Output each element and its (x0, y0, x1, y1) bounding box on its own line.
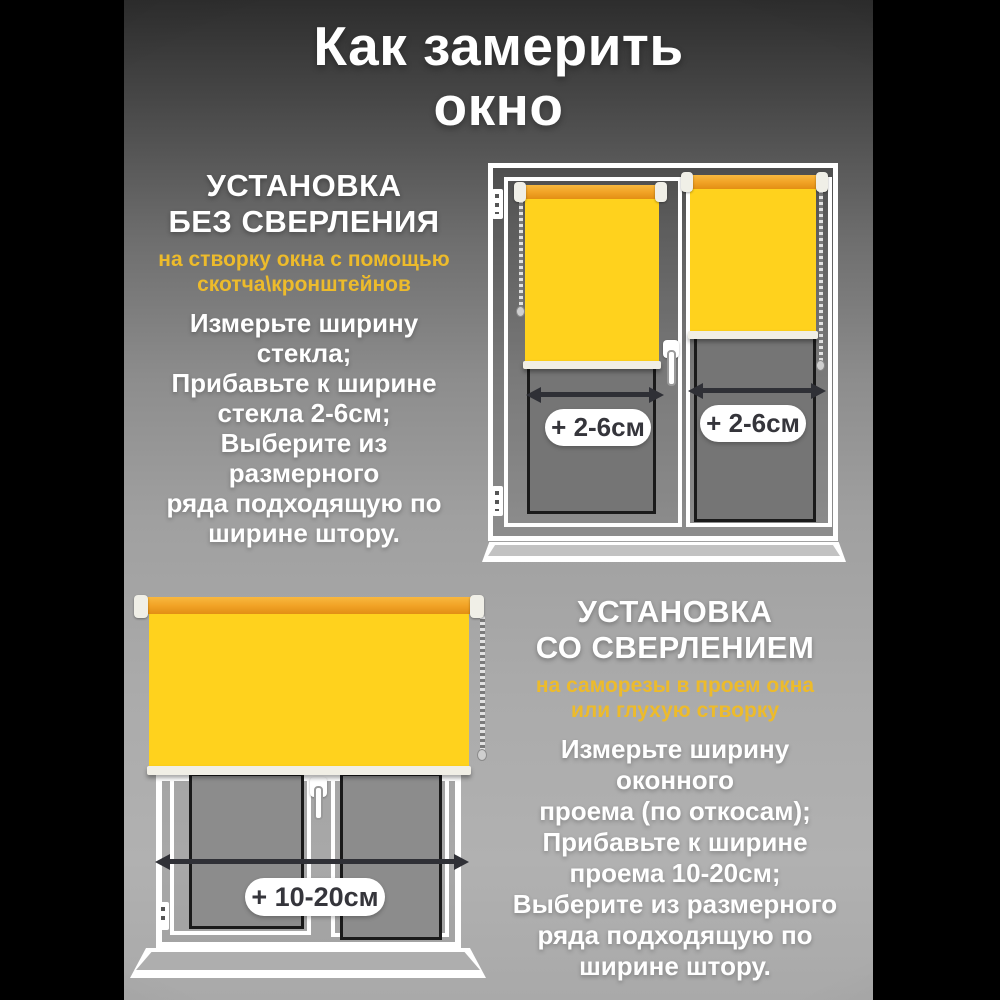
instruction-line: оконного (615, 765, 735, 795)
roller-blind-fabric (525, 198, 659, 363)
blind-chain (480, 616, 485, 751)
measure-badge-left: + 2-6см (545, 409, 651, 446)
window-hinge (492, 486, 503, 516)
instruction-line: Прибавьте к ширине (542, 827, 808, 857)
roller-blind-cassette (687, 175, 819, 189)
roller-blind-cassette (146, 597, 472, 614)
instruction-line: Выберите из размерного (512, 889, 838, 919)
drilling-heading-line-1: УСТАНОВКА (577, 594, 773, 629)
drilling-subheading-line-2: или глухую створку (570, 699, 780, 722)
section-drilling: УСТАНОВКА СО СВЕРЛЕНИЕМ на саморезы в пр… (495, 594, 855, 982)
cassette-end-cap (816, 172, 828, 192)
instruction-line: ряда подходящую по (537, 920, 813, 950)
page-title-line-1: Как замерить (313, 15, 684, 77)
measure-badge-opening: + 10-20см (245, 878, 385, 916)
cassette-end-cap (134, 595, 148, 618)
window-sill-inner (136, 952, 480, 970)
width-arrow-icon (168, 859, 456, 864)
blind-bottom-bar (147, 766, 471, 775)
cassette-end-cap (470, 595, 484, 618)
section-no-drilling: УСТАНОВКА БЕЗ СВЕРЛЕНИЯ на створку окна … (134, 168, 474, 548)
measure-badge-right: + 2-6см (700, 405, 806, 442)
blind-chain-end (816, 360, 825, 371)
instruction-line: Измерьте ширину (560, 734, 790, 764)
roller-blind-cassette (521, 185, 664, 199)
roller-blind-fabric (690, 188, 816, 333)
instruction-line: проема (по откосам); (539, 796, 811, 826)
blind-bottom-bar (523, 361, 661, 369)
drilling-subheading-line-1: на саморезы в проем окна (535, 674, 815, 697)
drilling-subheading: на саморезы в проем окна или глухую ство… (495, 673, 855, 723)
roller-blind-fabric (149, 613, 469, 768)
no-drilling-heading-line-1: УСТАНОВКА (206, 168, 402, 203)
instruction-line: стекла 2-6см; (217, 398, 391, 428)
window-handle-grip (667, 350, 676, 386)
instruction-line: ширине штору. (208, 518, 400, 548)
instruction-line: стекла; (256, 338, 352, 368)
no-drilling-subheading-line-1: на створку окна с помощью (158, 248, 450, 271)
instruction-line: размерного (228, 458, 380, 488)
no-drilling-instructions: Измерьте ширину стекла; Прибавьте к шири… (134, 308, 474, 548)
blind-bottom-bar (688, 331, 818, 339)
instruction-line: Выберите из (220, 428, 388, 458)
instruction-line: ширине штору. (579, 951, 771, 981)
instruction-line: Прибавьте к ширине (171, 368, 437, 398)
cassette-end-cap (681, 172, 693, 192)
width-arrow-icon (539, 392, 651, 397)
blind-chain-end (477, 749, 487, 761)
no-drilling-heading: УСТАНОВКА БЕЗ СВЕРЛЕНИЯ (134, 168, 474, 240)
cassette-end-cap (514, 182, 526, 202)
window-handle-grip (314, 786, 323, 820)
instruction-line: проема 10-20см; (569, 858, 781, 888)
blind-chain (819, 190, 823, 362)
window-sill-inner (488, 545, 840, 556)
width-arrow-icon (701, 388, 813, 393)
no-drilling-subheading: на створку окна с помощью скотча\кронште… (134, 247, 474, 297)
blind-chain-end (516, 306, 525, 317)
instruction-line: ряда подходящую по (166, 488, 442, 518)
no-drilling-heading-line-2: БЕЗ СВЕРЛЕНИЯ (168, 204, 440, 239)
drilling-instructions: Измерьте ширину оконного проема (по отко… (495, 734, 855, 982)
page-title: Как замерить окно (124, 16, 873, 136)
no-drilling-subheading-line-2: скотча\кронштейнов (197, 273, 411, 296)
window-sash-left (504, 177, 682, 527)
page-title-line-2: окно (433, 75, 564, 137)
drilling-heading: УСТАНОВКА СО СВЕРЛЕНИЕМ (495, 594, 855, 666)
window-hinge (158, 902, 169, 930)
instruction-line: Измерьте ширину (189, 308, 419, 338)
drilling-heading-line-2: СО СВЕРЛЕНИЕМ (535, 630, 815, 665)
cassette-end-cap (655, 182, 667, 202)
window-hinge (492, 189, 503, 219)
blind-chain (519, 200, 523, 308)
